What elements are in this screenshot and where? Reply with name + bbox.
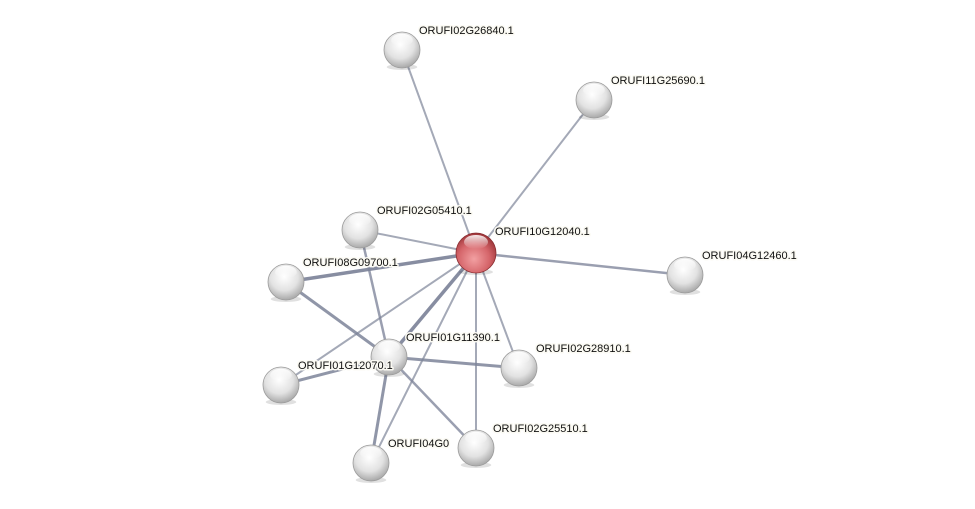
edge-n6-n9[interactable]: [388, 356, 477, 449]
node-label: ORUFI10G12040.1: [495, 226, 590, 238]
node-label: ORUFI02G05410.1: [377, 205, 472, 217]
edge-center-n5[interactable]: [475, 251, 686, 277]
edge-center-n1[interactable]: [401, 49, 477, 254]
node-orufi02g05410.1[interactable]: ORUFI02G05410.1: [341, 204, 473, 250]
node-label: ORUFI04G0: [388, 438, 449, 450]
edge-center-n4[interactable]: [285, 251, 477, 284]
node-label: ORUFI02G26840.1: [419, 25, 514, 37]
node-label: ORUFI01G12070.1: [298, 360, 393, 372]
node-label: ORUFI01G11390.1: [406, 332, 500, 344]
edge-center-n8[interactable]: [280, 252, 477, 386]
edge-n4-n6[interactable]: [285, 280, 390, 359]
edge-center-n10[interactable]: [370, 252, 477, 464]
edge-center-n2[interactable]: [475, 99, 595, 254]
edge-n3-n6[interactable]: [358, 229, 391, 358]
nodes-layer: ORUFI10G12040.1 ORUFI02G26840.1ORUFI11G25…: [262, 24, 798, 483]
node-orufi01g11390.1[interactable]: ORUFI01G11390.1: [370, 331, 501, 377]
node-label: ORUFI11G25690.1: [611, 75, 705, 87]
node-label: ORUFI04G12460.1: [702, 250, 797, 262]
node-orufi02g25510.1[interactable]: ORUFI02G25510.1: [457, 422, 589, 468]
edges-layer: [280, 49, 686, 464]
node-orufi02g28910.1[interactable]: ORUFI02G28910.1: [500, 342, 632, 388]
edge-center-n7[interactable]: [475, 252, 520, 369]
edge-center-n6[interactable]: [387, 251, 478, 359]
node-label: ORUFI08G09700.1: [303, 257, 398, 269]
node-orufi01g12070.1[interactable]: ORUFI01G12070.1: [262, 359, 394, 405]
edge-n8-n6[interactable]: [280, 355, 390, 387]
node-label: ORUFI02G28910.1: [536, 343, 631, 355]
node-label: ORUFI02G25510.1: [493, 423, 588, 435]
node-orufi08g09700.1[interactable]: ORUFI08G09700.1: [267, 256, 399, 302]
node-orufi04g12460.1[interactable]: ORUFI04G12460.1: [666, 249, 798, 295]
node-orufi02g26840.1[interactable]: ORUFI02G26840.1: [383, 24, 515, 70]
node-orufi10g12040.1[interactable]: ORUFI10G12040.1: [455, 225, 591, 275]
node-orufi04g0[interactable]: ORUFI04G0: [352, 437, 451, 483]
edge-n6-n7[interactable]: [388, 355, 520, 370]
node-orufi11g25690.1[interactable]: ORUFI11G25690.1: [575, 74, 706, 120]
